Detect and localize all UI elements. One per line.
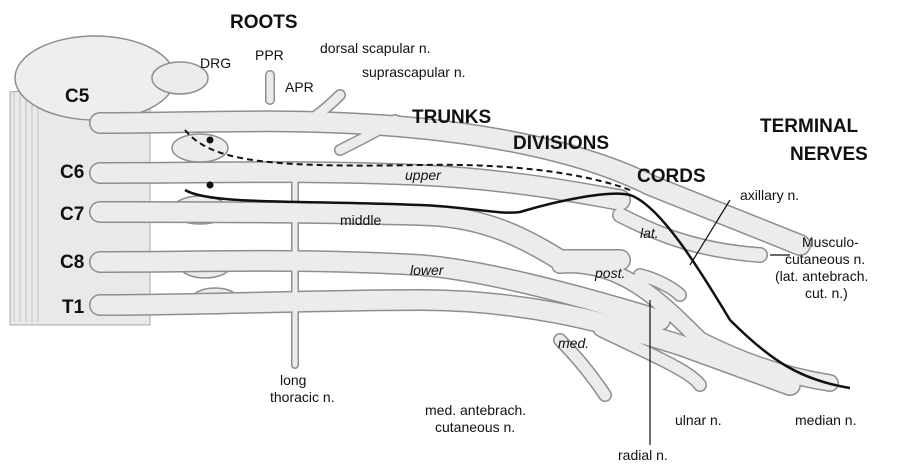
header-cords: CORDS xyxy=(637,166,706,187)
label-med-antebrach-1: med. antebrach. xyxy=(425,402,526,418)
label-medial-cord: med. xyxy=(558,335,589,351)
label-apr: APR xyxy=(285,79,314,95)
label-long-thoracic-2: thoracic n. xyxy=(270,389,335,405)
label-drg: DRG xyxy=(200,55,231,71)
label-lower-trunk: lower xyxy=(410,262,445,278)
spinal-cord-section xyxy=(15,36,175,120)
header-nerves: NERVES xyxy=(790,144,868,165)
label-dorsal-scapular: dorsal scapular n. xyxy=(320,40,431,56)
label-upper-trunk: upper xyxy=(405,167,442,183)
label-musculo-2: cutaneous n. xyxy=(785,251,865,267)
header-terminal: TERMINAL xyxy=(760,116,859,137)
label-musculo-1: Musculo- xyxy=(802,234,859,250)
label-suprascapular: suprascapular n. xyxy=(362,64,466,80)
label-ulnar: ulnar n. xyxy=(675,412,722,428)
label-middle-trunk: middle xyxy=(340,212,381,228)
root-c6: C6 xyxy=(60,162,84,183)
label-musculo-3: (lat. antebrach. xyxy=(775,268,868,284)
header-trunks: TRUNKS xyxy=(412,107,491,128)
label-axillary: axillary n. xyxy=(740,187,799,203)
label-ppr: PPR xyxy=(255,47,284,63)
label-lateral-cord: lat. xyxy=(640,225,659,241)
label-median: median n. xyxy=(795,412,856,428)
label-posterior-cord: post. xyxy=(594,265,625,281)
label-long-thoracic-1: long xyxy=(280,372,306,388)
cell-body-marker xyxy=(207,137,214,144)
label-musculo-4: cut. n.) xyxy=(805,285,848,301)
cell-body-marker xyxy=(207,182,214,189)
label-radial: radial n. xyxy=(618,447,668,463)
root-c7: C7 xyxy=(60,204,84,225)
header-divisions: DIVISIONS xyxy=(513,133,609,154)
label-med-antebrach-2: cutaneous n. xyxy=(435,419,515,435)
root-c8: C8 xyxy=(60,252,84,273)
root-c5: C5 xyxy=(65,86,90,107)
header-roots: ROOTS xyxy=(230,12,298,33)
root-t1: T1 xyxy=(62,297,85,318)
